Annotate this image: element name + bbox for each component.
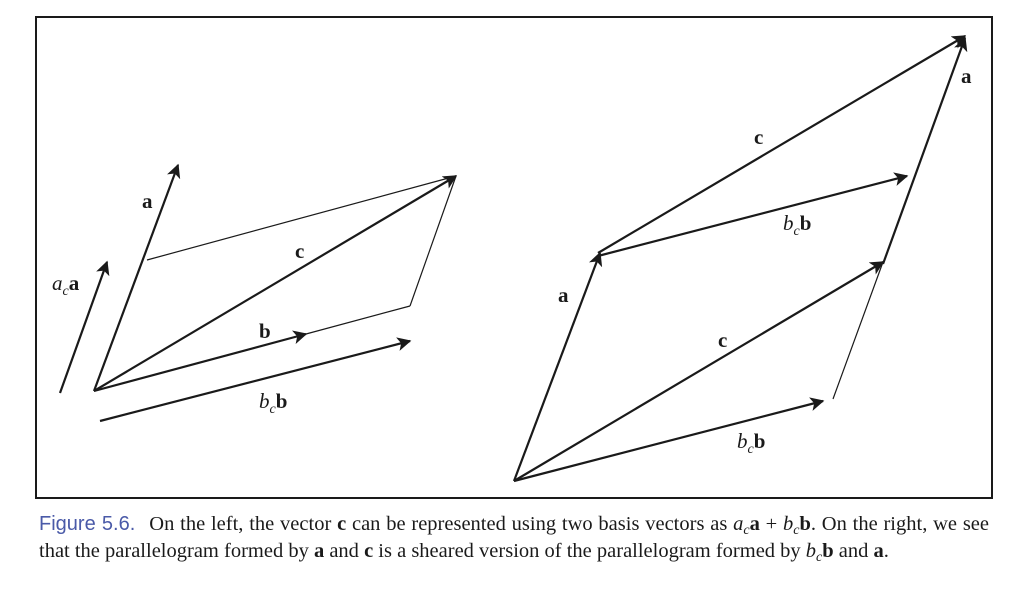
left-vector-ac-a bbox=[58, 260, 110, 394]
left-label-ac-coef: a bbox=[52, 271, 63, 295]
right-label-bcb-top-vec: b bbox=[800, 211, 812, 235]
caption-coef-b-2: b bbox=[805, 540, 817, 562]
caption-and-1: and bbox=[324, 540, 365, 562]
left-vector-c bbox=[93, 175, 458, 392]
caption-vector-b-2: b bbox=[822, 540, 834, 562]
caption-vector-a: a bbox=[749, 513, 760, 535]
caption-coef-b: b bbox=[782, 513, 794, 535]
caption-vector-a-2: a bbox=[313, 540, 325, 562]
caption-vector-c-2: c bbox=[364, 540, 374, 562]
caption-text-2: can be represented using two basis vecto… bbox=[346, 513, 734, 535]
right-label-c-top: c bbox=[754, 125, 763, 149]
right-label-bcb-top-coef: b bbox=[783, 211, 794, 235]
caption-and-2: and bbox=[833, 540, 874, 562]
caption-text-1: On the left, the vector bbox=[149, 513, 338, 535]
right-label-a-left: a bbox=[558, 283, 569, 307]
left-label-c: c bbox=[295, 239, 304, 263]
right-vector-a-lower bbox=[512, 251, 603, 482]
right-labels: c a bcb a c bcb bbox=[558, 64, 972, 457]
left-label-b: b bbox=[259, 319, 271, 343]
right-label-bcb-bot: bcb bbox=[737, 429, 765, 457]
caption-sub-c-3: c bbox=[816, 550, 823, 565]
left-vector-b bbox=[93, 330, 308, 393]
right-vector-c-upper bbox=[597, 35, 967, 254]
right-vector-bc-b-lower bbox=[513, 397, 825, 483]
figure-frame: a c b aca bcb bbox=[35, 16, 993, 499]
right-vector-a-right bbox=[881, 36, 968, 265]
left-label-bc-sub: c bbox=[270, 402, 277, 417]
right-label-c-mid: c bbox=[718, 328, 727, 352]
left-vector-bc-b bbox=[99, 337, 412, 423]
left-label-ac-sub: c bbox=[63, 284, 70, 299]
caption-text-4: is a sheared version of the parallelogra… bbox=[373, 540, 806, 562]
left-parallelogram bbox=[58, 163, 458, 423]
right-edge-thin bbox=[832, 261, 884, 400]
right-label-bcb-bot-vec: b bbox=[754, 429, 766, 453]
right-label-bcb-bot-sub: c bbox=[748, 442, 755, 457]
right-label-bcb-top: bcb bbox=[783, 211, 811, 239]
left-label-bc-coef: b bbox=[259, 389, 270, 413]
left-labels: a c b aca bcb bbox=[52, 189, 304, 417]
left-label-ac-vec: a bbox=[69, 271, 80, 295]
right-label-a-top: a bbox=[961, 64, 972, 88]
caption-plus: + bbox=[759, 513, 783, 535]
figure-label: Figure 5.6. bbox=[39, 513, 136, 535]
caption-coef-a: a bbox=[733, 513, 744, 535]
caption-text-3: . On the right, we see that the parallel… bbox=[39, 513, 989, 562]
caption-sub-c-2: c bbox=[793, 523, 800, 538]
left-label-bc-b: bcb bbox=[259, 389, 287, 417]
left-edge-right bbox=[409, 175, 457, 307]
left-label-a: a bbox=[142, 189, 153, 213]
right-label-bcb-bot-coef: b bbox=[737, 429, 748, 453]
vector-diagram: a c b aca bcb bbox=[52, 35, 972, 483]
left-edge-bottom bbox=[305, 305, 411, 335]
left-edge-top bbox=[146, 175, 457, 261]
right-vector-bc-b-upper bbox=[597, 172, 909, 258]
left-label-ac-a: aca bbox=[52, 271, 80, 299]
caption-end: . bbox=[883, 540, 889, 562]
left-vector-a bbox=[92, 163, 181, 392]
caption-vector-a-3: a bbox=[873, 540, 884, 562]
caption-sub-c-1: c bbox=[743, 523, 750, 538]
left-label-bc-vec: b bbox=[276, 389, 288, 413]
right-label-bcb-top-sub: c bbox=[794, 224, 801, 239]
right-parallelogram bbox=[512, 35, 968, 483]
figure-caption: Figure 5.6.On the left, the vector c can… bbox=[39, 511, 989, 565]
caption-vector-c: c bbox=[337, 513, 347, 535]
right-vector-c-lower bbox=[513, 261, 885, 482]
caption-vector-b: b bbox=[799, 513, 811, 535]
